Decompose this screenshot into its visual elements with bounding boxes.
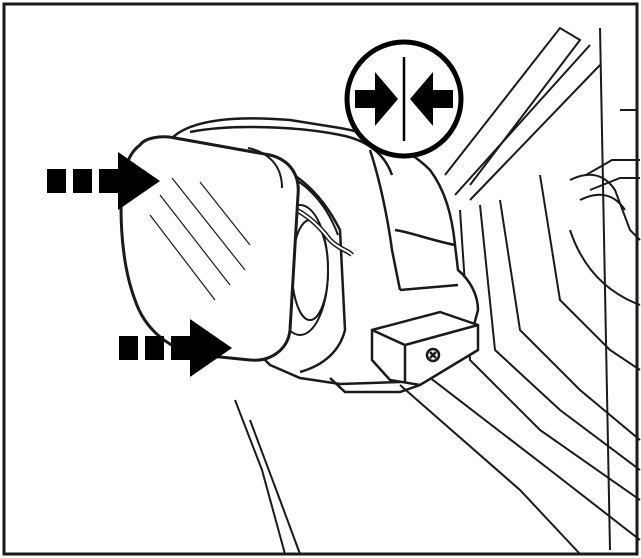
press-together-icon — [347, 42, 461, 156]
